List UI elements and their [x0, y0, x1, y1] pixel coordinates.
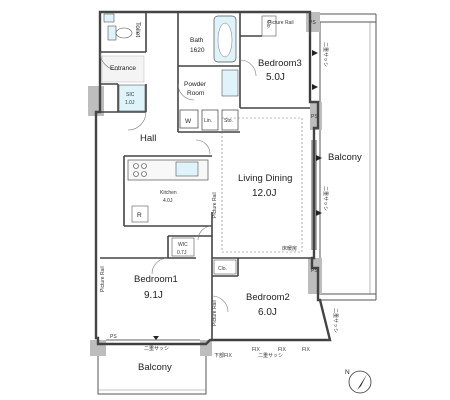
- room-label-refrigerator: R: [137, 212, 142, 219]
- floor-heating-area: [221, 117, 303, 253]
- window-arrows: [153, 50, 322, 340]
- room-label-balcony-south: Balcony: [138, 362, 172, 373]
- annotation-picture-rail-top: Picture Rail: [268, 20, 294, 26]
- annotation-double-sash-south: 二重サッシ: [144, 345, 169, 352]
- toilet-bowl: [115, 27, 133, 39]
- room-label-storage: Sto.: [224, 118, 233, 124]
- outer-walls: [94, 10, 332, 346]
- refrigerator-box: [131, 205, 149, 223]
- room-label-bedroom3: Bedroom3: [258, 58, 302, 69]
- toilet-sink: [103, 13, 115, 23]
- room-label-toilet: Toilet: [134, 22, 141, 37]
- room-label-closet-bed2: Clo.: [218, 266, 227, 272]
- annotation-double-sash-right: 二重サッシ: [332, 308, 339, 333]
- annotation-picture-rail-bed2: Picture Rail: [212, 300, 218, 326]
- annotation-double-sash-top: 二重サッシ: [322, 42, 329, 67]
- room-label-balcony-east: Balcony: [328, 152, 362, 163]
- room-label-living-dining-area: 12.0J: [252, 188, 276, 199]
- balcony-east-floor: [319, 21, 377, 295]
- room-label-living-dining: Living Dining: [238, 173, 292, 184]
- closet-bed3-box: [261, 15, 277, 37]
- wic-box: [171, 237, 195, 257]
- annotation-ps-ne: PS: [309, 20, 316, 26]
- room-label-wic: WIC: [178, 242, 188, 248]
- room-label-bedroom3-area: 5.0J: [266, 72, 285, 83]
- annotation-fix-2: FIX: [278, 347, 286, 353]
- annotation-fix-3: FIX: [302, 347, 310, 353]
- room-label-sic-area: 1.0J: [125, 100, 135, 106]
- room-label-powder-2: Room: [187, 90, 204, 97]
- room-label-washer: W: [185, 118, 192, 125]
- annotation-picture-rail-wic: Picture Rail: [212, 192, 218, 218]
- annotation-double-sash-mid: 二重サッシ: [322, 186, 329, 211]
- room-label-powder-1: Powder: [184, 81, 207, 88]
- annotation-double-sash-bed2: 二重サッシ: [258, 352, 283, 359]
- vanity: [221, 69, 239, 97]
- balcony-south-floor: [97, 343, 207, 395]
- compass-label: N: [345, 369, 350, 376]
- kitchen-sink: [175, 161, 199, 177]
- room-label-bath: Bath: [190, 37, 204, 44]
- annotation-ps-sw: PS: [110, 334, 117, 340]
- door-swings: [99, 51, 257, 313]
- toilet-tank: [107, 25, 117, 41]
- annotation-picture-rail-bed1: Picture Rail: [100, 266, 106, 292]
- room-label-wic-area: 0.7J: [177, 250, 187, 256]
- room-label-entrance: Entrance: [110, 65, 136, 72]
- wall-column-e2: [308, 258, 322, 294]
- room-label-bedroom1: Bedroom1: [134, 274, 178, 285]
- annotation-lower-fix: 下部FIX: [214, 352, 232, 359]
- stove-burners: [133, 163, 147, 177]
- compass-arrow: [357, 374, 367, 390]
- annotation-floor-heating: 床暖房: [282, 245, 297, 252]
- room-label-kitchen: Kitchen: [160, 190, 177, 196]
- room-label-bedroom2: Bedroom2: [246, 292, 290, 303]
- internal-walls: [100, 12, 312, 340]
- washer-box: [179, 109, 199, 129]
- annotation-ps-e2: PS: [311, 268, 318, 274]
- room-label-linen: Lin.: [204, 118, 212, 124]
- room-label-sic: SIC: [126, 92, 135, 98]
- room-label-bath-size: 1620: [190, 47, 205, 54]
- bathtub-basin: [217, 22, 233, 58]
- compass: N: [345, 369, 372, 394]
- annotation-ps-e1: PS: [311, 114, 318, 120]
- compass-ring: [348, 370, 372, 394]
- closet-bed2-box: [213, 259, 237, 275]
- sic-box: [118, 84, 146, 112]
- room-label-bedroom2-area: 6.0J: [258, 307, 277, 318]
- annotation-fix-1: FIX: [252, 347, 260, 353]
- entrance-floor: [101, 55, 145, 83]
- linen-box: [201, 109, 219, 131]
- room-label-kitchen-area: 4.0J: [163, 198, 173, 204]
- room-label-bedroom1-area: 9.1J: [144, 290, 163, 301]
- room-label-closet-bed3: Clo.: [265, 20, 271, 29]
- room-label-hall: Hall: [140, 133, 156, 144]
